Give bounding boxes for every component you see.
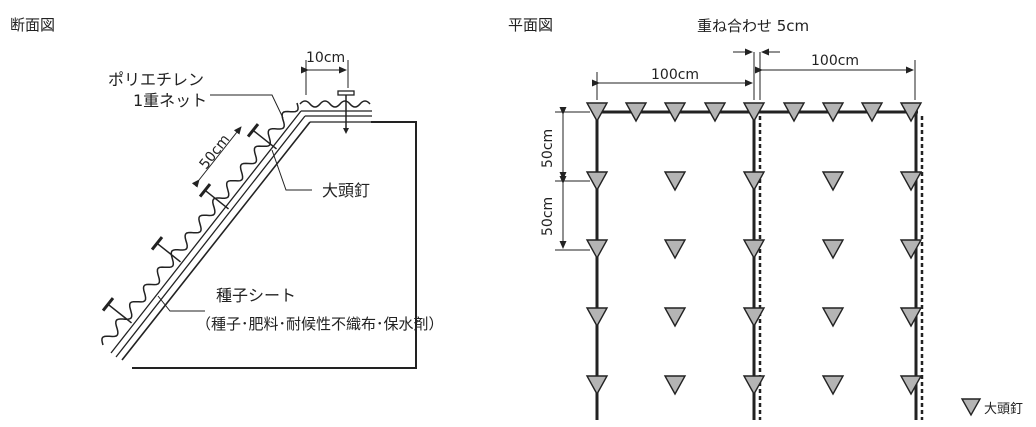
- slope-dim-label: 50cm: [197, 132, 234, 173]
- nail-shaft: [107, 303, 133, 324]
- nail-marker: [663, 239, 687, 260]
- nail-marker: [899, 171, 923, 192]
- nail-marker: [821, 102, 845, 123]
- seed-sheet-label-line2: （種子･肥料･耐候性不織布･保水剤）: [196, 315, 444, 333]
- nail-marker: [585, 375, 609, 396]
- nail-marker: [860, 102, 884, 123]
- section-title: 断面図: [10, 16, 55, 34]
- slope-dim-arrow: [191, 126, 242, 188]
- nail-marker: [742, 239, 766, 260]
- width-label-right: 100cm: [811, 53, 859, 69]
- slope-nail: [246, 123, 278, 150]
- slope-nail: [101, 297, 133, 324]
- seed-sheet-line: [115, 115, 306, 358]
- seed-sheet-label-line1: 種子シート: [216, 286, 296, 305]
- nail-marker: [821, 375, 845, 396]
- width-dim-label: 10cm: [306, 50, 345, 66]
- nail-marker: [742, 171, 766, 192]
- nail-marker: [742, 307, 766, 328]
- triangle-nail-icon: [960, 398, 982, 417]
- plan-title: 平面図: [508, 16, 553, 34]
- nail-shaft: [156, 242, 182, 263]
- nail-marker: [663, 171, 687, 192]
- nail-marker: [624, 102, 648, 123]
- top-nail: [337, 90, 355, 134]
- spacing-label-upper: 50cm: [540, 129, 556, 168]
- nail-marker: [899, 375, 923, 396]
- slope-nail: [150, 236, 182, 263]
- seed-sheet-line-outer: [110, 110, 302, 354]
- nail-marker: [782, 102, 806, 123]
- nail-marker: [742, 102, 766, 123]
- nail-head: [150, 236, 164, 251]
- nail-marker: [821, 239, 845, 260]
- legend-label: 大頭釘: [984, 401, 1023, 417]
- plan-nails: [585, 102, 923, 396]
- spacing-label-lower: 50cm: [540, 197, 556, 236]
- legend: 大頭釘: [960, 398, 1023, 417]
- polyethylene-net: [101, 102, 299, 346]
- nail-label: 大頭釘: [322, 181, 370, 200]
- nail-marker: [585, 307, 609, 328]
- nail-marker: [821, 307, 845, 328]
- nail-marker: [821, 171, 845, 192]
- nail-leader-line: [271, 149, 312, 191]
- nail-marker: [899, 239, 923, 260]
- nail-head: [198, 183, 212, 198]
- slope-nail: [198, 183, 230, 210]
- net-leader-line: [210, 94, 284, 119]
- section-view: 断面図 10cm ポリエチレン 1重ネット 50cm: [10, 16, 444, 369]
- seed-sheet-leader-line: [157, 295, 205, 312]
- nail-marker: [585, 102, 609, 123]
- nail-shaft: [252, 129, 278, 150]
- overlap-label: 重ね合わせ 5cm: [697, 17, 809, 35]
- nail-marker: [899, 307, 923, 328]
- nail-marker: [703, 102, 727, 123]
- nail-marker: [663, 307, 687, 328]
- slope-face-line: [121, 121, 311, 361]
- width-label-left: 100cm: [651, 67, 699, 83]
- nail-shaft: [204, 189, 230, 210]
- nail-marker: [742, 375, 766, 396]
- nail-marker: [663, 102, 687, 123]
- nail-marker: [663, 375, 687, 396]
- nail-head: [246, 123, 260, 138]
- nail-marker: [585, 171, 609, 192]
- net-label-line1: ポリエチレン: [108, 70, 204, 89]
- polyethylene-net-top: [299, 100, 371, 108]
- nail-marker: [585, 239, 609, 260]
- net-label-line2: 1重ネット: [133, 91, 207, 110]
- plan-view: 平面図 重ね合わせ 5cm 100cm 100cm 50cm 50cm: [508, 16, 1023, 420]
- soil-body-outline: [132, 121, 417, 369]
- nail-marker: [899, 102, 923, 123]
- nail-head: [101, 297, 115, 312]
